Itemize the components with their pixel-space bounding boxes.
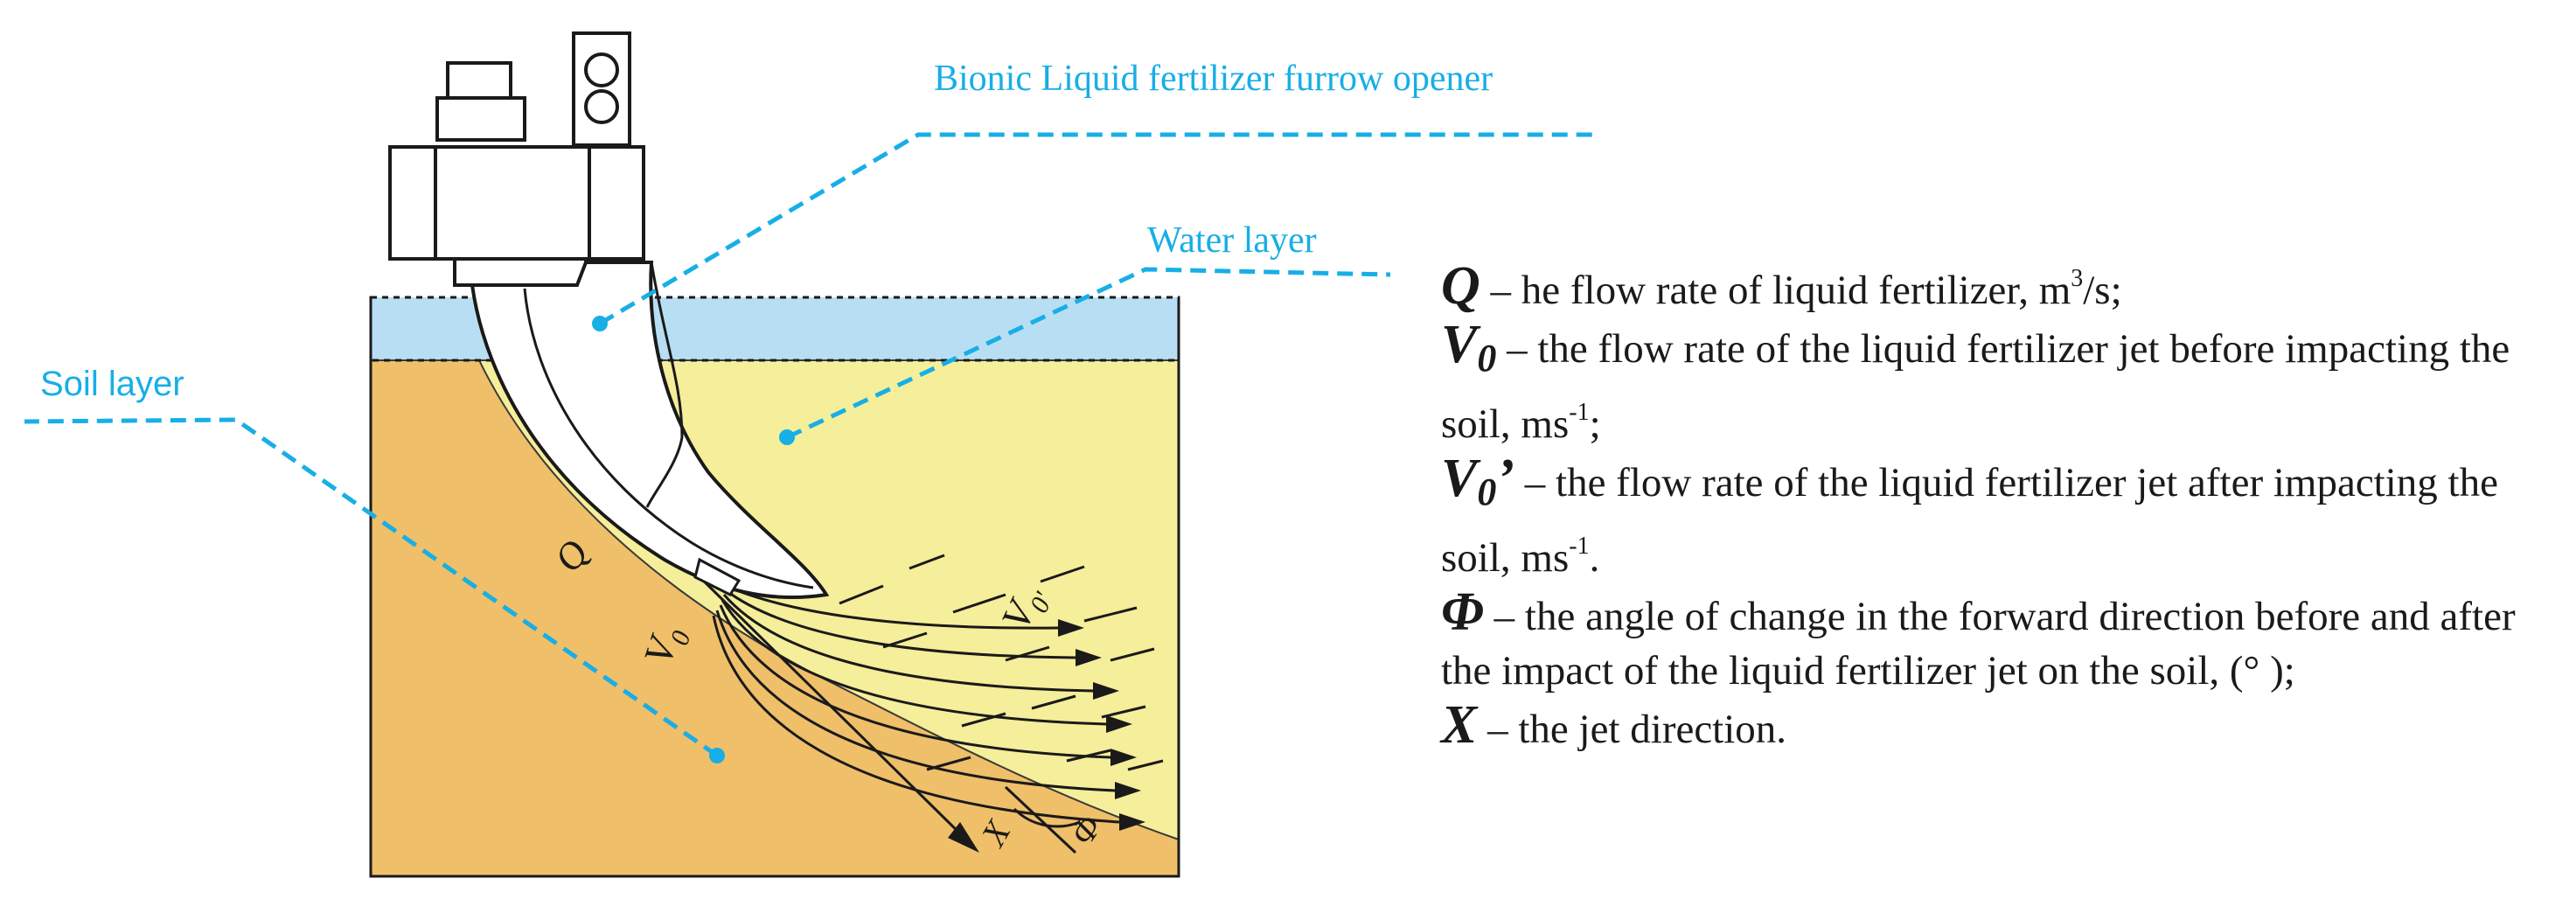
- streamline-arrowheads: [1058, 619, 1145, 831]
- opener-connector-cap: [446, 61, 512, 100]
- opener-wing: [645, 261, 684, 508]
- symbol-legend: Q – he flow rate of liquid fertilizer, m…: [1441, 252, 2569, 756]
- soil-box: [369, 296, 1180, 878]
- opener-blade-inner-curve: [523, 288, 814, 589]
- water-label: Water layer: [1147, 220, 1317, 261]
- legend-item-v0-prime: V0’ – the flow rate of the liquid fertil…: [1441, 449, 2498, 581]
- opener-nozzle: [693, 557, 741, 596]
- legend-item-v0: V0 – the flow rate of the liquid fertili…: [1441, 315, 2510, 447]
- opener-leader: [598, 132, 1598, 326]
- legend-item-q: Q – he flow rate of liquid fertilizer, m…: [1441, 256, 2122, 316]
- soil-dot: [709, 748, 725, 763]
- water-leader: [785, 267, 1391, 440]
- water-dot: [779, 429, 795, 445]
- jet-direction-line: [680, 558, 972, 846]
- phi-ref-line: [1004, 785, 1077, 854]
- jet-direction-arrowhead: [948, 822, 979, 853]
- lower-soil-region: [371, 360, 1179, 876]
- soil-label: Soil layer: [40, 365, 184, 403]
- opener-connector-neck: [435, 96, 526, 142]
- opener-collar: [453, 257, 588, 287]
- opener-label: Bionic Liquid fertilizer furrow opener: [934, 59, 1493, 99]
- opener-mount-inner: [434, 145, 591, 261]
- legend-item-x: X – the jet direction.: [1441, 695, 1787, 755]
- box-outline: [369, 297, 1180, 878]
- callout-leaders: [24, 132, 1598, 758]
- callout-dots: [592, 316, 795, 763]
- legend-item-phi: Φ – the angle of change in the forward d…: [1441, 582, 2516, 693]
- opener-dot: [592, 316, 608, 331]
- furrow-opener: [388, 31, 830, 600]
- opener-blade: [470, 261, 830, 600]
